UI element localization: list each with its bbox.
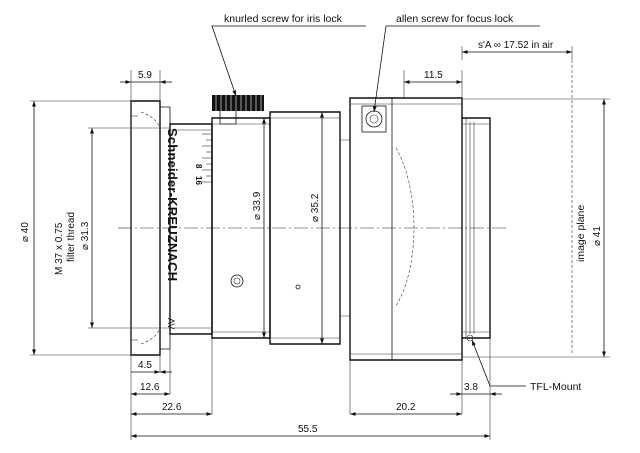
aperture-mark-text: AV: [166, 318, 176, 329]
dim-4-5: 4.5: [138, 360, 152, 371]
aperture-scale-8: 8: [194, 164, 203, 169]
dim-d31-3: ⌀ 31.3: [80, 221, 91, 250]
callout-leaders: [211, 25, 540, 387]
dim-thread: M 37 x 0.75: [54, 222, 65, 275]
aperture-ring: 8 16 Schneider-KREUZNACH AV: [165, 123, 213, 335]
tfl-mount-callout: TFL-Mount: [530, 381, 581, 393]
image-plane-label: image plane: [575, 205, 587, 262]
dim-d41: ⌀ 41: [592, 226, 603, 246]
dim-11-5: 11.5: [424, 70, 443, 81]
dim-d40: ⌀ 40: [20, 222, 31, 242]
dim-12-6: 12.6: [140, 382, 160, 393]
tfl-mount-thread: [462, 117, 491, 342]
aperture-scale-16: 16: [194, 176, 203, 185]
dim-22-6: 22.6: [162, 402, 182, 413]
dim-5-9: 5.9: [138, 70, 152, 81]
dim-filter-thread: filter thread: [66, 212, 77, 262]
brand-engraving: Schneider-KREUZNACH: [165, 128, 180, 281]
extension-lines: [30, 46, 573, 440]
knurled-screw: [212, 95, 264, 125]
rear-body: [349, 97, 463, 361]
dim-sa: s'A ∞ 17.52 in air: [478, 40, 554, 51]
aperture-scale-ticks: [202, 133, 212, 183]
dim-55-5: 55.5: [298, 424, 318, 435]
dim-20-2: 20.2: [396, 402, 416, 413]
focus-lock-callout: allen screw for focus lock: [396, 13, 514, 25]
dim-d35-2: ⌀ 35.2: [310, 193, 321, 222]
dim-3-8: 3.8: [464, 382, 478, 393]
dim-d33-9: ⌀ 33.9: [252, 191, 263, 220]
length-dimensions: [120, 50, 572, 438]
diameter-dimensions: [32, 99, 606, 357]
iris-lock-callout: knurled screw for iris lock: [224, 13, 343, 25]
